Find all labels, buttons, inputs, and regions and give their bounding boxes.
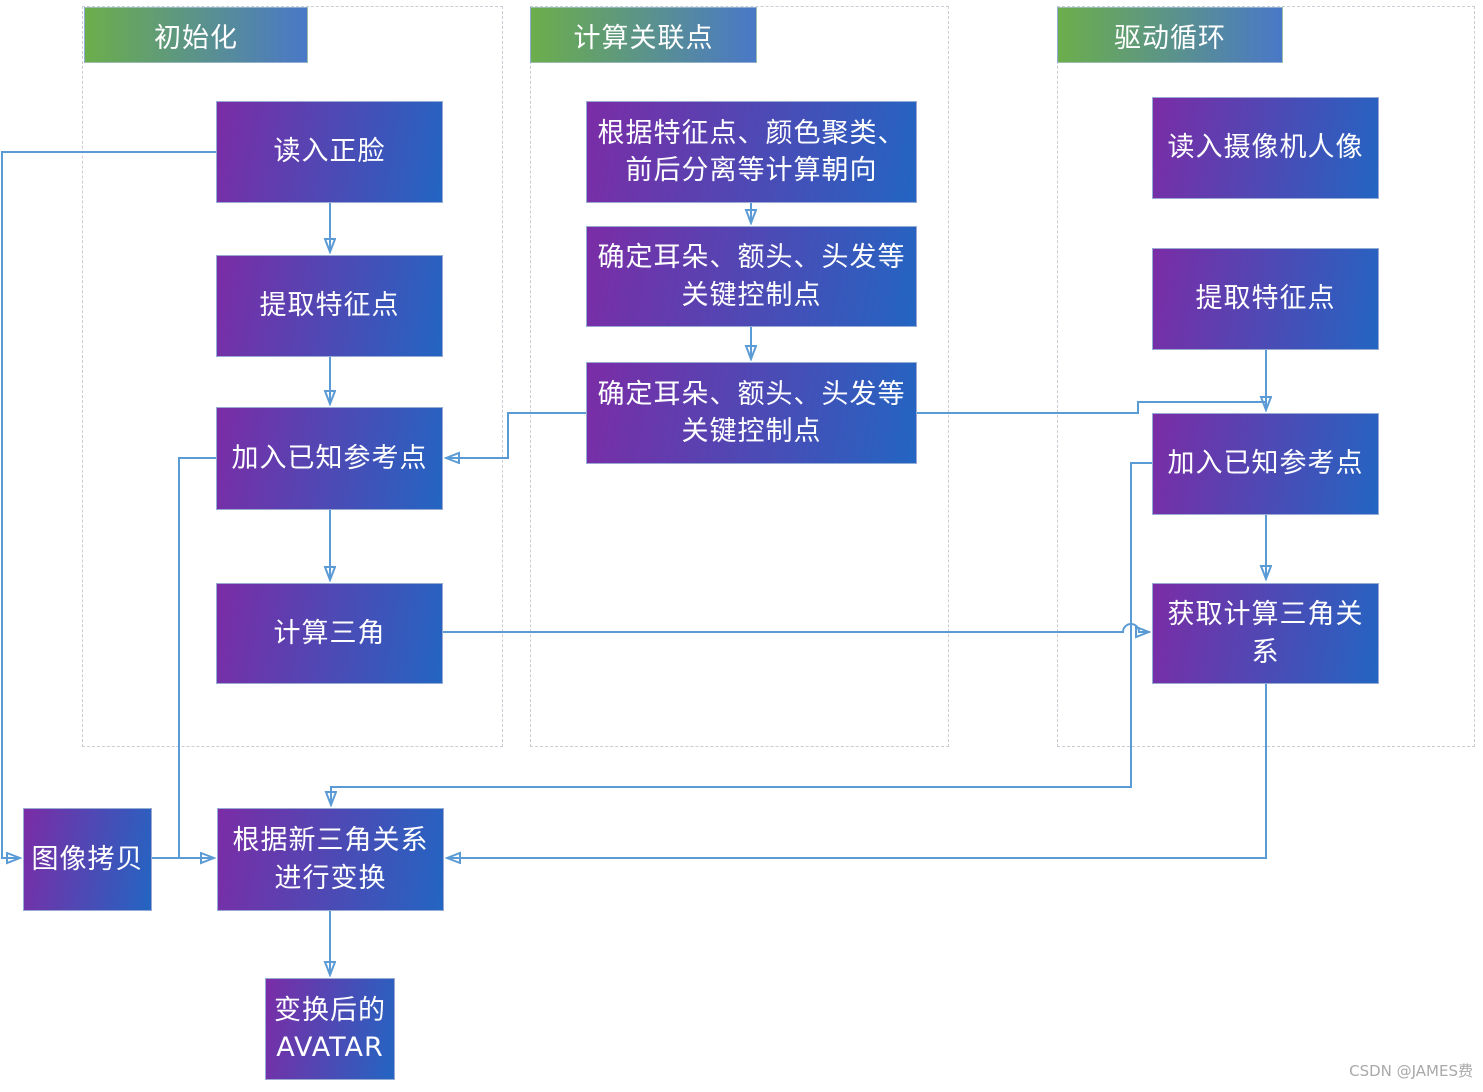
group-header-drive-loop: 驱动循环	[1057, 7, 1283, 63]
node-add-known-ref-init: 加入已知参考点	[216, 407, 443, 510]
watermark-text: CSDN @JAMES费	[1349, 1062, 1473, 1080]
node-image-copy: 图像拷贝	[23, 808, 152, 911]
node-transform-by-new-triangles: 根据新三角关系 进行变换	[217, 808, 444, 911]
node-key-control-points-1: 确定耳朵、额头、头发等 关键控制点	[586, 226, 917, 327]
node-read-front-face: 读入正脸	[216, 101, 443, 203]
node-read-camera-portrait: 读入摄像机人像	[1152, 97, 1379, 199]
node-key-control-points-2: 确定耳朵、额头、头发等 关键控制点	[586, 362, 917, 464]
node-add-known-ref-loop: 加入已知参考点	[1152, 413, 1379, 515]
node-extract-features-init: 提取特征点	[216, 255, 443, 357]
group-header-initialization: 初始化	[84, 7, 308, 63]
node-get-triangle-relation: 获取计算三角关 系	[1152, 583, 1379, 684]
node-transformed-avatar: 变换后的 AVATAR	[265, 978, 395, 1080]
node-compute-triangles: 计算三角	[216, 583, 443, 684]
group-header-association: 计算关联点	[530, 7, 757, 63]
node-compute-orientation: 根据特征点、颜色聚类、 前后分离等计算朝向	[586, 101, 917, 203]
node-extract-features-loop: 提取特征点	[1152, 248, 1379, 350]
